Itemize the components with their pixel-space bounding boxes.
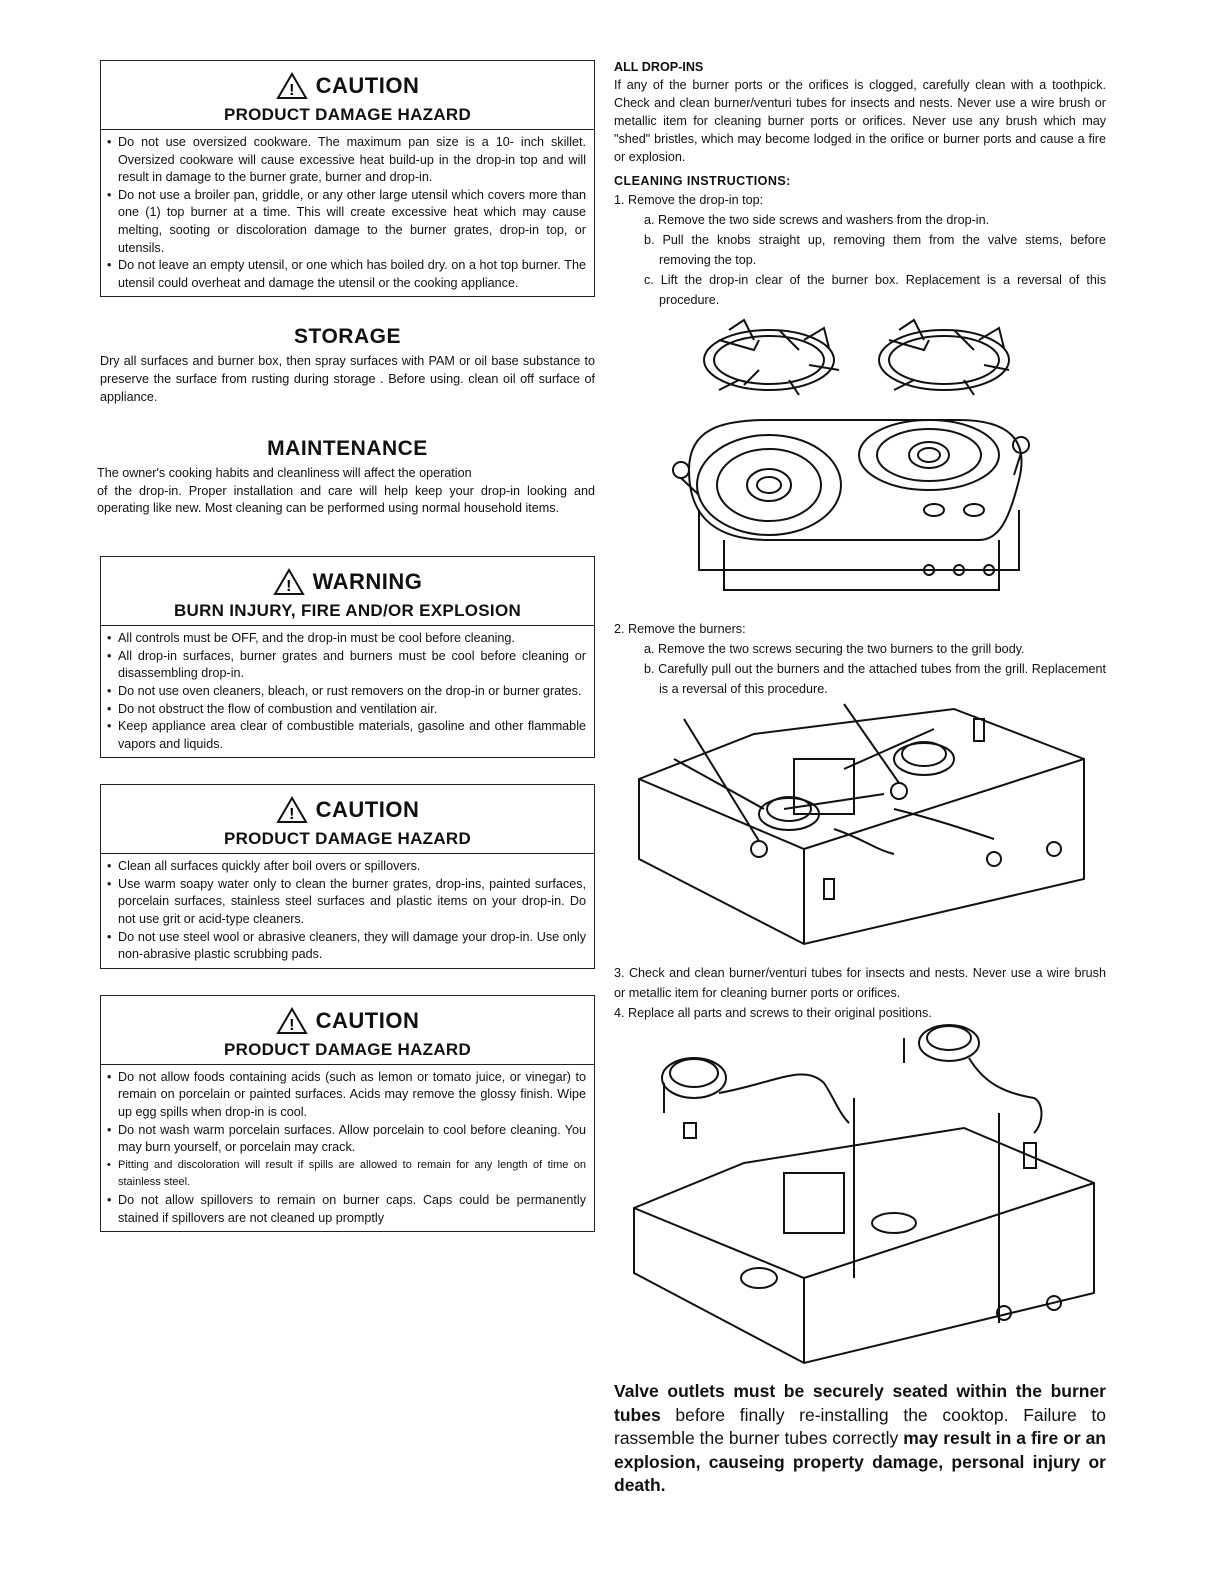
- caution-box-acids: ! CAUTION PRODUCT DAMAGE HAZARD Do not a…: [100, 994, 595, 1233]
- drop-ins-text: If any of the burner ports or the orific…: [614, 78, 1106, 164]
- caution-header: ! CAUTION PRODUCT DAMAGE HAZARD: [101, 996, 594, 1065]
- warning-triangle-icon: !: [275, 796, 308, 824]
- list-item: Do not use steel wool or abrasive cleane…: [107, 929, 586, 964]
- drop-in-top-illustration: [672, 318, 1030, 591]
- burner-box-illustration: [638, 703, 1085, 946]
- caution-signal-word: CAUTION: [315, 1007, 420, 1033]
- left-column: ! CAUTION PRODUCT DAMAGE HAZARD Do not u…: [97, 60, 595, 1233]
- list-item: Do not allow spillovers to remain on bur…: [107, 1192, 586, 1227]
- right-column: ALL DROP-INS If any of the burner ports …: [614, 58, 1106, 1498]
- svg-text:!: !: [289, 1017, 295, 1034]
- storage-text: Dry all surfaces and burner box, then sp…: [100, 354, 595, 404]
- list-item: Do not use oversized cookware. The maxim…: [107, 134, 586, 187]
- final-warning-bold-2: may result in a fire or an explosion, ca…: [614, 1428, 1106, 1495]
- caution-list: Do not allow foods containing acids (suc…: [101, 1065, 594, 1231]
- drop-ins-heading: ALL DROP-INS: [614, 60, 704, 74]
- list-item: Do not obstruct the flow of combustion a…: [107, 701, 586, 719]
- list-item: Do not use a broiler pan, griddle, or an…: [107, 187, 586, 257]
- caution-box-oversized: ! CAUTION PRODUCT DAMAGE HAZARD Do not u…: [100, 60, 595, 298]
- hazard-title: BURN INJURY, FIRE AND/OR EXPLOSION: [173, 601, 522, 621]
- list-item: Pitting and discoloration will result if…: [107, 1157, 586, 1192]
- list-item: Clean all surfaces quickly after boil ov…: [107, 858, 586, 876]
- step-2: 2. Remove the burners:: [614, 622, 746, 636]
- storage-heading: STORAGE: [294, 325, 401, 349]
- hazard-title: PRODUCT DAMAGE HAZARD: [223, 829, 472, 849]
- warning-triangle-icon: !: [272, 568, 305, 596]
- list-item: Do not use oven cleaners, bleach, or rus…: [107, 683, 586, 701]
- warning-triangle-icon: !: [275, 1006, 308, 1034]
- final-warning-bold-1: Valve outlets must be securely seated wi…: [614, 1381, 1106, 1425]
- caution-signal-word: CAUTION: [315, 73, 420, 98]
- caution-header: ! CAUTION PRODUCT DAMAGE HAZARD: [101, 785, 594, 855]
- caution-signal-word: CAUTION: [315, 797, 420, 823]
- step-1b: b. Pull the knobs straight up, removing …: [644, 233, 1106, 267]
- list-item: Keep appliance area clear of combustible…: [107, 718, 586, 753]
- list-item: All controls must be OFF, and the drop-i…: [107, 630, 586, 648]
- caution-box-cleaning: ! CAUTION PRODUCT DAMAGE HAZARD Clean al…: [100, 784, 595, 969]
- list-item: Do not leave an empty utensil, or one wh…: [107, 257, 586, 292]
- warning-triangle-icon: !: [275, 72, 308, 99]
- svg-text:!: !: [289, 806, 295, 823]
- caution-list: Clean all surfaces quickly after boil ov…: [101, 854, 594, 968]
- hazard-title: PRODUCT DAMAGE HAZARD: [223, 105, 472, 124]
- warning-box: ! WARNING BURN INJURY, FIRE AND/OR EXPLO…: [100, 556, 595, 759]
- step-1: 1. Remove the drop-in top:: [614, 193, 764, 207]
- final-warning-normal: before finally re-installing the cooktop…: [614, 1404, 1106, 1449]
- list-item: Do not wash warm porcelain surfaces. All…: [107, 1122, 586, 1157]
- svg-text:!: !: [286, 578, 292, 595]
- warning-header: ! WARNING BURN INJURY, FIRE AND/OR EXPLO…: [101, 557, 594, 627]
- warning-list: All controls must be OFF, and the drop-i…: [101, 626, 594, 757]
- burner-reassembly-illustration: [633, 1024, 1095, 1365]
- caution-header: ! CAUTION PRODUCT DAMAGE HAZARD: [101, 61, 594, 130]
- final-warning: Valve outlets must be securely seated wi…: [614, 1380, 1106, 1498]
- step-2b: b. Carefully pull out the burners and th…: [644, 662, 1106, 696]
- list-item: Do not allow foods containing acids (suc…: [107, 1069, 586, 1122]
- cleaning-heading: CLEANING INSTRUCTIONS:: [614, 174, 791, 188]
- svg-text:!: !: [289, 82, 295, 99]
- step-3: 3. Check and clean burner/venturi tubes …: [614, 966, 1106, 1000]
- caution-list: Do not use oversized cookware. The maxim…: [101, 130, 594, 296]
- warning-signal-word: WARNING: [312, 569, 423, 595]
- maintenance-intro: The owner's cooking habits and cleanline…: [97, 465, 472, 480]
- step-1c: c. Lift the drop-in clear of the burner …: [644, 273, 1106, 307]
- list-item: Use warm soapy water only to clean the b…: [107, 876, 586, 929]
- step-2a: a. Remove the two screws securing the tw…: [644, 642, 1025, 656]
- maintenance-heading: MAINTENANCE: [267, 436, 428, 460]
- maintenance-text: of the drop-in. Proper installation and …: [97, 483, 595, 516]
- list-item: All drop-in surfaces, burner grates and …: [107, 648, 586, 683]
- hazard-title: PRODUCT DAMAGE HAZARD: [223, 1039, 472, 1059]
- step-1a: a. Remove the two side screws and washer…: [644, 213, 990, 227]
- step-4: 4. Replace all parts and screws to their…: [614, 1006, 932, 1020]
